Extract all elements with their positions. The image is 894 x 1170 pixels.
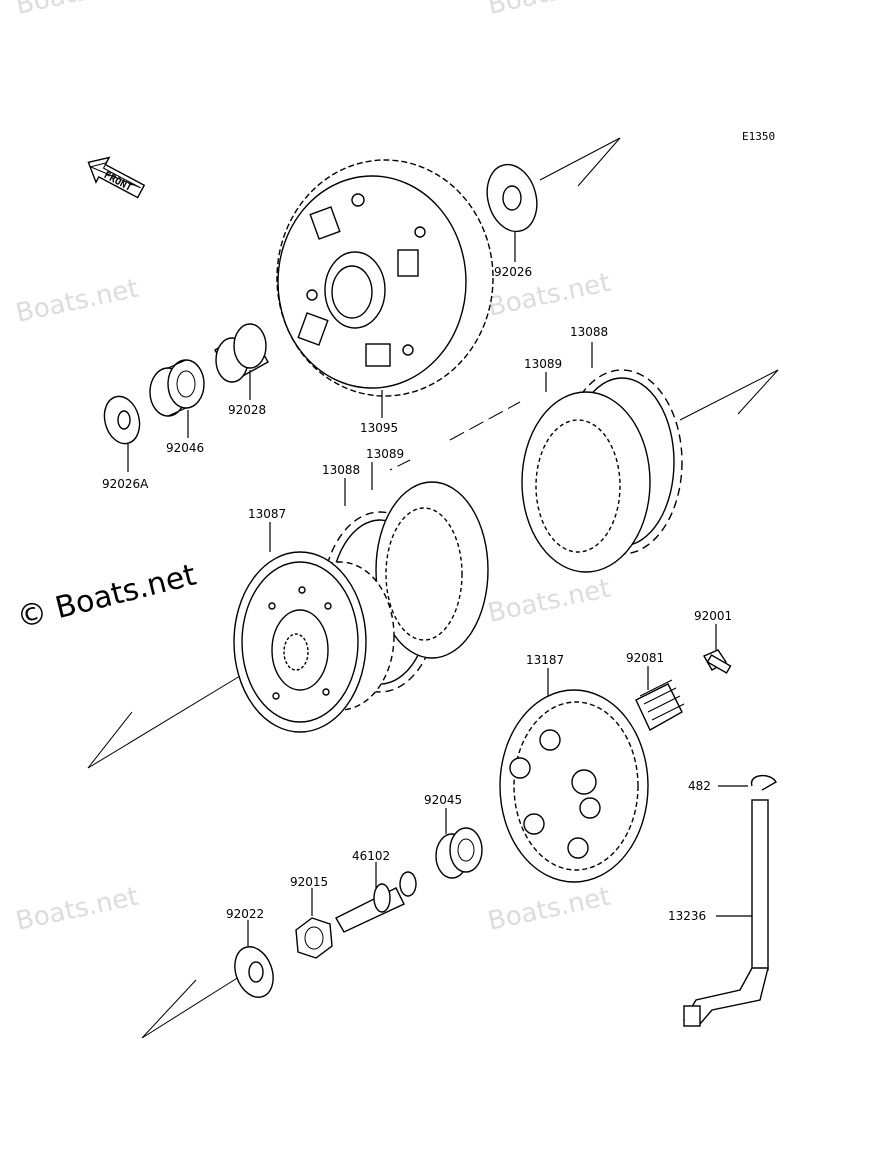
watermark-main: © Boats.net (13, 557, 199, 635)
bolt-92001 (703, 649, 732, 674)
washer-92022 (234, 946, 274, 998)
watermark-3: Boats.net (485, 574, 613, 629)
e-ring-482 (750, 775, 777, 791)
axis-lines (87, 137, 779, 1039)
clutch-hub-13087 (233, 551, 395, 733)
label-13088: 13088 (322, 463, 360, 477)
label-13095: 13095 (360, 421, 398, 435)
watermark-5: Boats.net (485, 882, 613, 937)
steel-plate-13089-upper (521, 391, 651, 573)
label-92046: 92046 (166, 441, 204, 455)
watermark-4: Boats.net (13, 882, 141, 937)
label-92045: 92045 (424, 793, 462, 807)
label-13236: 13236 (668, 909, 706, 923)
front-arrow-icon: FRONT (87, 156, 146, 199)
label-13089-upper: 13089 (524, 357, 562, 371)
label-92081: 92081 (626, 651, 664, 665)
steel-plate-13089 (375, 481, 489, 659)
label-92001: 92001 (694, 609, 732, 623)
watermark-6: Boats.net (13, 0, 141, 21)
washer-92026A (103, 395, 141, 445)
label-92028: 92028 (228, 403, 266, 417)
label-92022: 92022 (226, 907, 264, 921)
push-rod-46102 (335, 871, 417, 933)
label-92015: 92015 (290, 875, 328, 889)
bearing-92045 (435, 827, 483, 879)
watermark-1: Boats.net (13, 274, 141, 329)
pressure-plate-13187 (499, 689, 649, 883)
needle-bearing-92046 (149, 359, 205, 417)
label-92026A: 92026A (102, 477, 149, 491)
release-shaft-13236 (682, 799, 769, 1027)
label-46102: 46102 (352, 849, 390, 863)
watermark-7: Boats.net (485, 0, 613, 21)
label-482: 482 (688, 779, 711, 793)
label-13089: 13089 (366, 447, 404, 461)
label-13088-upper: 13088 (570, 325, 608, 339)
spring-92081 (635, 679, 685, 731)
label-13187: 13187 (526, 653, 564, 667)
clutch-housing-13095 (276, 159, 494, 397)
sleeve-92028 (214, 323, 269, 383)
label-13087: 13087 (248, 507, 286, 521)
washer-92026 (486, 163, 538, 233)
diagram-code: E1350 (742, 130, 775, 143)
nut-92015 (295, 917, 333, 959)
label-92026: 92026 (494, 265, 532, 279)
